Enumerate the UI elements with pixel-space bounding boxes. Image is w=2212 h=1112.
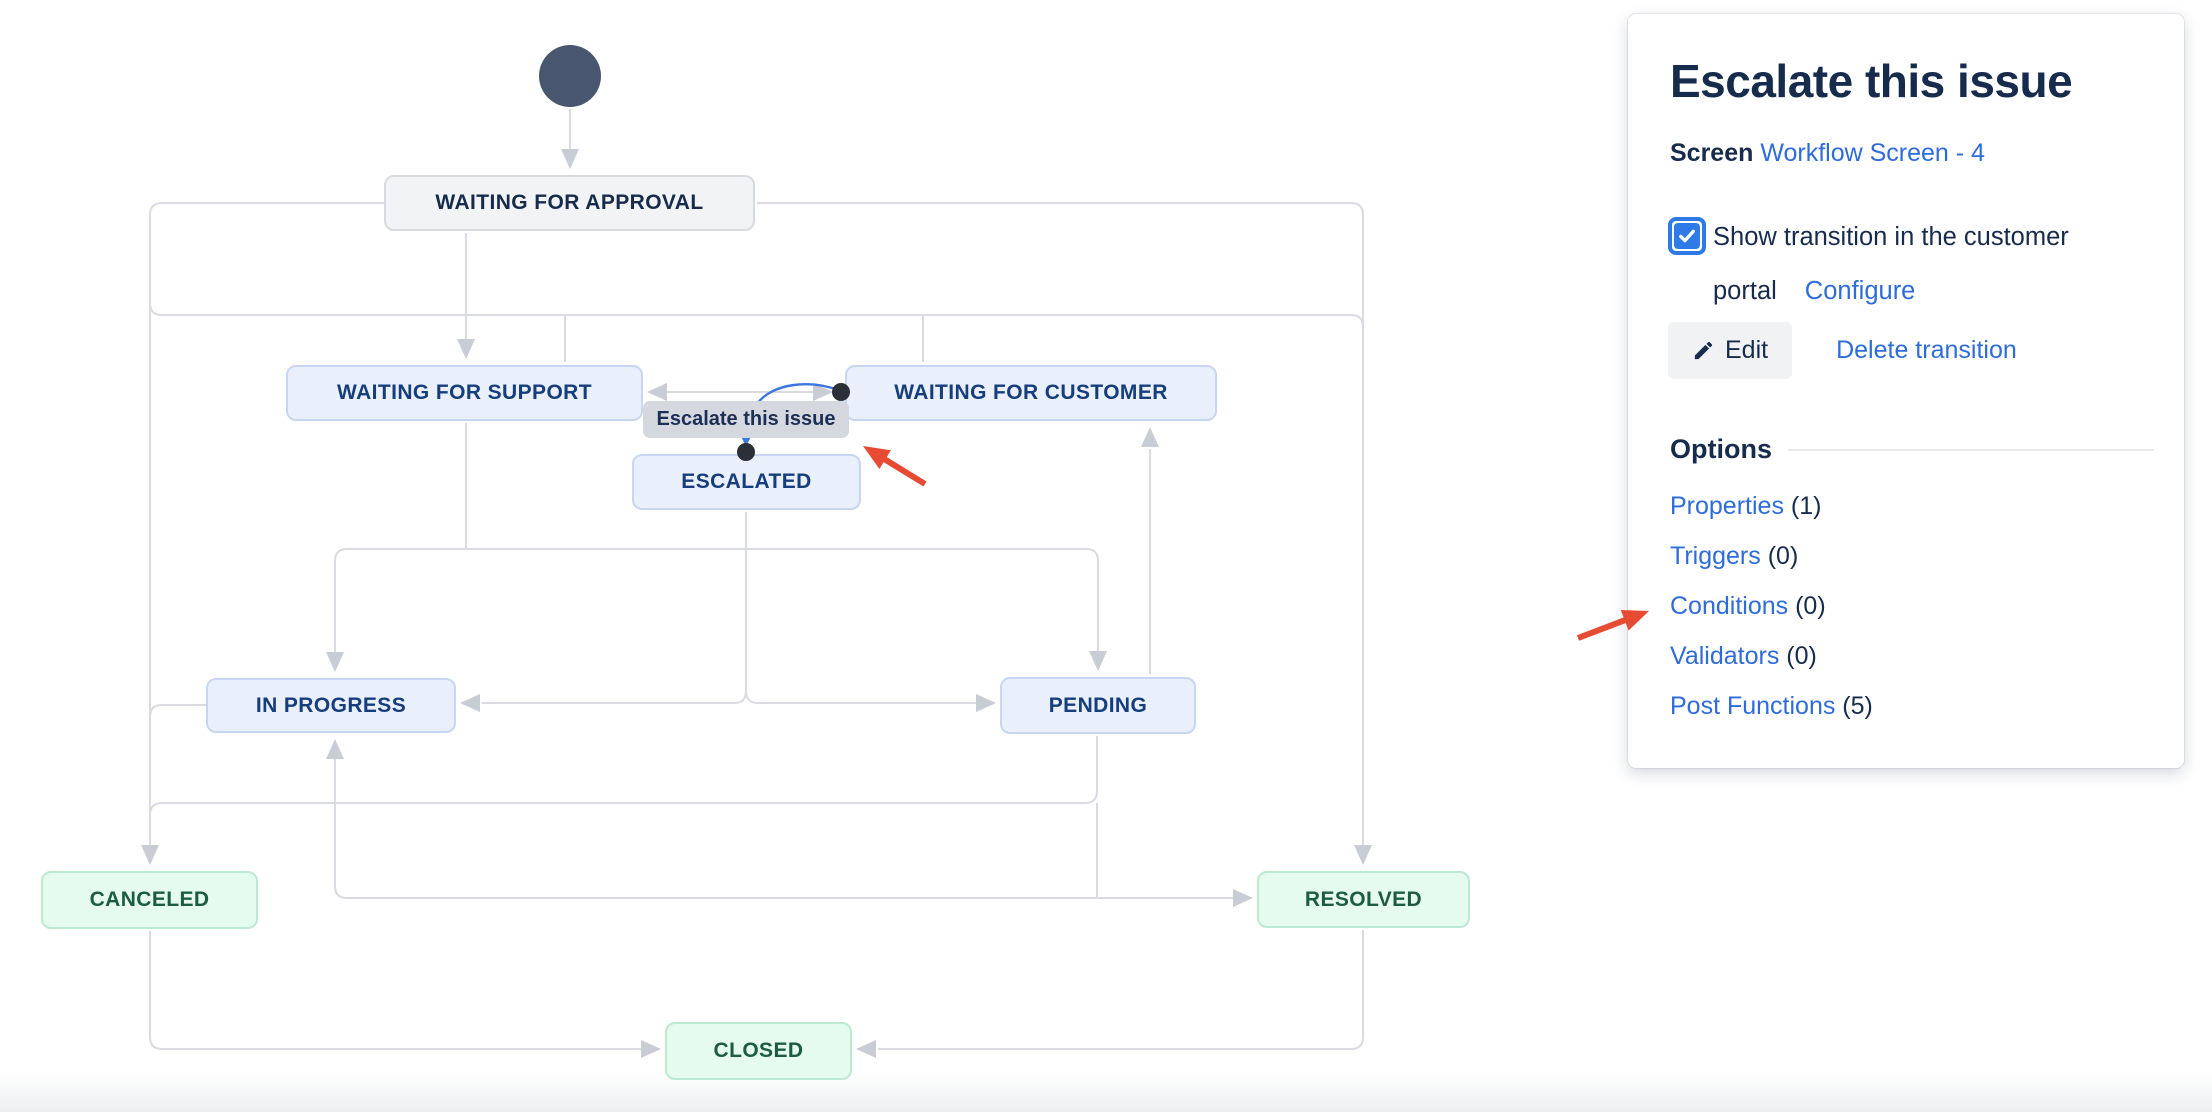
screen-label: Screen <box>1670 139 1754 167</box>
arrowhead-icon <box>1354 845 1372 865</box>
arrowhead-icon <box>457 339 475 359</box>
status-node-waiting-for-support[interactable]: WAITING FOR SUPPORT <box>286 365 643 421</box>
arrowhead-icon <box>976 694 996 712</box>
arrowhead-icon <box>326 652 344 672</box>
edit-button[interactable]: Edit <box>1668 322 1793 379</box>
transition-endpoint-dot[interactable] <box>737 443 755 461</box>
edge-approval-to-resolved <box>757 202 1364 847</box>
show-transition-checkbox[interactable] <box>1668 217 1706 255</box>
status-node-closed[interactable]: CLOSED <box>665 1022 852 1080</box>
edge-bottom-rail-to-resolved <box>334 759 1235 899</box>
checkmark-icon <box>1674 223 1700 249</box>
bottom-fade <box>0 1072 2212 1112</box>
option-row-triggers: Triggers (0) <box>1670 544 1873 569</box>
status-node-pending[interactable]: PENDING <box>1000 677 1196 734</box>
option-count: (0) <box>1760 542 1799 570</box>
edge-escalated-to-in-progress <box>482 512 747 704</box>
arrowhead-icon <box>141 845 159 865</box>
option-link-properties[interactable]: Properties <box>1670 492 1784 520</box>
edge-in-progress-to-canceled <box>149 704 208 718</box>
start-node[interactable] <box>539 45 601 107</box>
arrowhead-icon <box>813 383 833 401</box>
arrowhead-icon <box>460 694 480 712</box>
arrowhead-icon <box>1141 427 1159 447</box>
status-node-in-progress[interactable]: IN PROGRESS <box>206 678 456 733</box>
edge-resolved-to-closed <box>878 930 1364 1050</box>
pencil-icon <box>1692 339 1715 362</box>
option-link-triggers[interactable]: Triggers <box>1670 542 1761 570</box>
panel-title: Escalate this issue <box>1670 55 2073 107</box>
delete-transition-link[interactable]: Delete transition <box>1836 336 2017 364</box>
option-link-conditions[interactable]: Conditions <box>1670 592 1789 620</box>
arrowhead-icon <box>1089 651 1107 671</box>
status-node-waiting-for-approval[interactable]: WAITING FOR APPROVAL <box>384 175 755 231</box>
option-row-post-functions: Post Functions (5) <box>1670 694 1873 719</box>
status-node-waiting-for-customer[interactable]: WAITING FOR CUSTOMER <box>845 365 1217 421</box>
option-count: (5) <box>1835 692 1873 720</box>
option-link-validators[interactable]: Validators <box>1670 642 1780 670</box>
status-node-escalated[interactable]: ESCALATED <box>632 454 861 510</box>
option-count: (1) <box>1783 492 1822 520</box>
edge-pending-to-canceled-rail <box>149 736 1098 816</box>
option-count: (0) <box>1779 642 1817 670</box>
option-link-post-functions[interactable]: Post Functions <box>1670 692 1836 720</box>
edge-escalated-to-pending <box>745 690 976 704</box>
configure-link[interactable]: Configure <box>1804 277 1916 305</box>
edge-fork-rail <box>334 548 1099 654</box>
option-row-properties: Properties (1) <box>1670 494 1873 519</box>
option-row-conditions: Conditions (0) <box>1670 594 1873 619</box>
arrowhead-icon <box>561 149 579 169</box>
arrowhead-icon <box>326 739 344 759</box>
arrowhead-icon <box>641 1040 661 1058</box>
transition-endpoint-dot[interactable] <box>832 383 850 401</box>
edge-approval-to-canceled <box>149 202 386 847</box>
edge-global-top-rail <box>149 302 1364 328</box>
workflow-screen-link[interactable]: Workflow Screen - 4 <box>1760 139 1985 167</box>
arrowhead-icon <box>647 383 667 401</box>
arrowhead-icon <box>856 1040 876 1058</box>
option-row-validators: Validators (0) <box>1670 644 1873 669</box>
screen-row: Screen Workflow Screen - 4 <box>1670 139 1985 168</box>
edge-canceled-to-closed <box>149 931 643 1050</box>
transition-label-chip[interactable]: Escalate this issue <box>643 401 849 438</box>
options-heading: Options <box>1670 434 1772 464</box>
status-node-resolved[interactable]: RESOLVED <box>1257 871 1470 928</box>
transition-detail-panel: Escalate this issue Screen Workflow Scre… <box>1628 14 2184 768</box>
arrowhead-icon <box>1233 889 1253 907</box>
options-divider <box>1788 448 2154 451</box>
status-node-canceled[interactable]: CANCELED <box>41 871 258 929</box>
option-count: (0) <box>1788 592 1826 620</box>
options-list: Properties (1)Triggers (0)Conditions (0)… <box>1670 494 1873 744</box>
